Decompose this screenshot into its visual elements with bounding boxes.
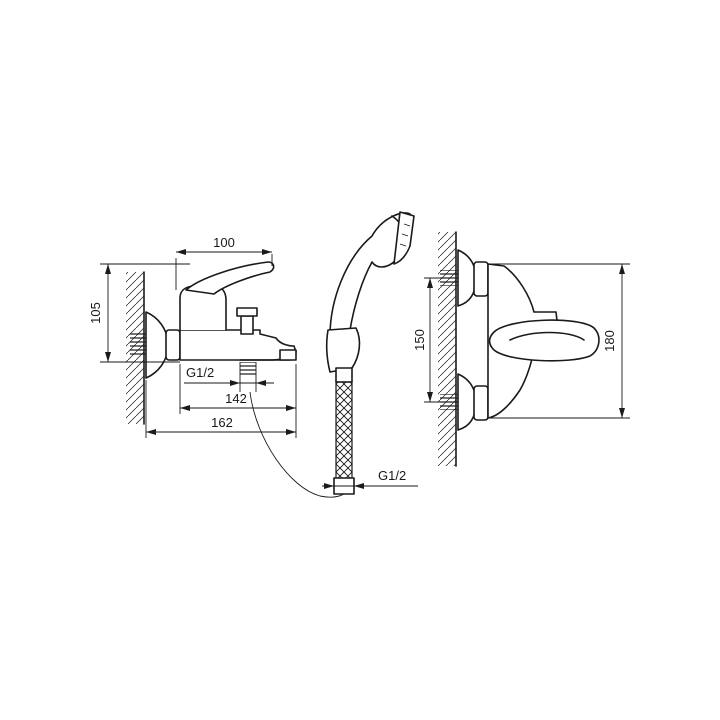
mixer-front-lever [488,319,600,362]
shower-face [393,211,415,265]
dim-105-label: 105 [88,302,103,324]
mixer-body [179,329,297,361]
escutcheon-left [145,311,169,379]
dim-162-label: 162 [211,415,233,430]
mixer-front-view [438,231,600,467]
nut-lower [473,385,489,421]
dim-142-label: 142 [225,391,247,406]
braided-hose [335,381,353,481]
dim-162: 162 [145,380,297,438]
dim-142: 142 [179,364,297,414]
dim-150: 150 [412,277,456,403]
diverter-stem [240,315,254,335]
wall-hatch-right [438,232,456,466]
wall-thread-left [130,333,150,355]
bath-mixer-side-view [126,261,297,425]
hose-loop [249,391,349,498]
lever-handle [185,261,275,295]
spout-aerator [279,349,297,361]
dim-150-label: 150 [412,329,427,351]
thread-hose-label: G1/2 [378,468,406,483]
dim-100: 100 [175,235,273,290]
diverter-knob [236,307,258,317]
dim-100-label: 100 [213,235,235,250]
dim-thread-left: G1/2 [184,365,274,392]
dim-180: 180 [490,263,630,419]
connector-nut-left [165,329,181,361]
dim-105: 105 [88,263,190,363]
shower-head [329,212,414,337]
dim-180-label: 180 [602,330,617,352]
shower-holder [325,327,361,373]
hose-outlet-thread [240,362,256,376]
nut-upper [473,261,489,297]
hand-shower: G1/2 [249,211,418,498]
thread-left-label: G1/2 [186,365,214,380]
